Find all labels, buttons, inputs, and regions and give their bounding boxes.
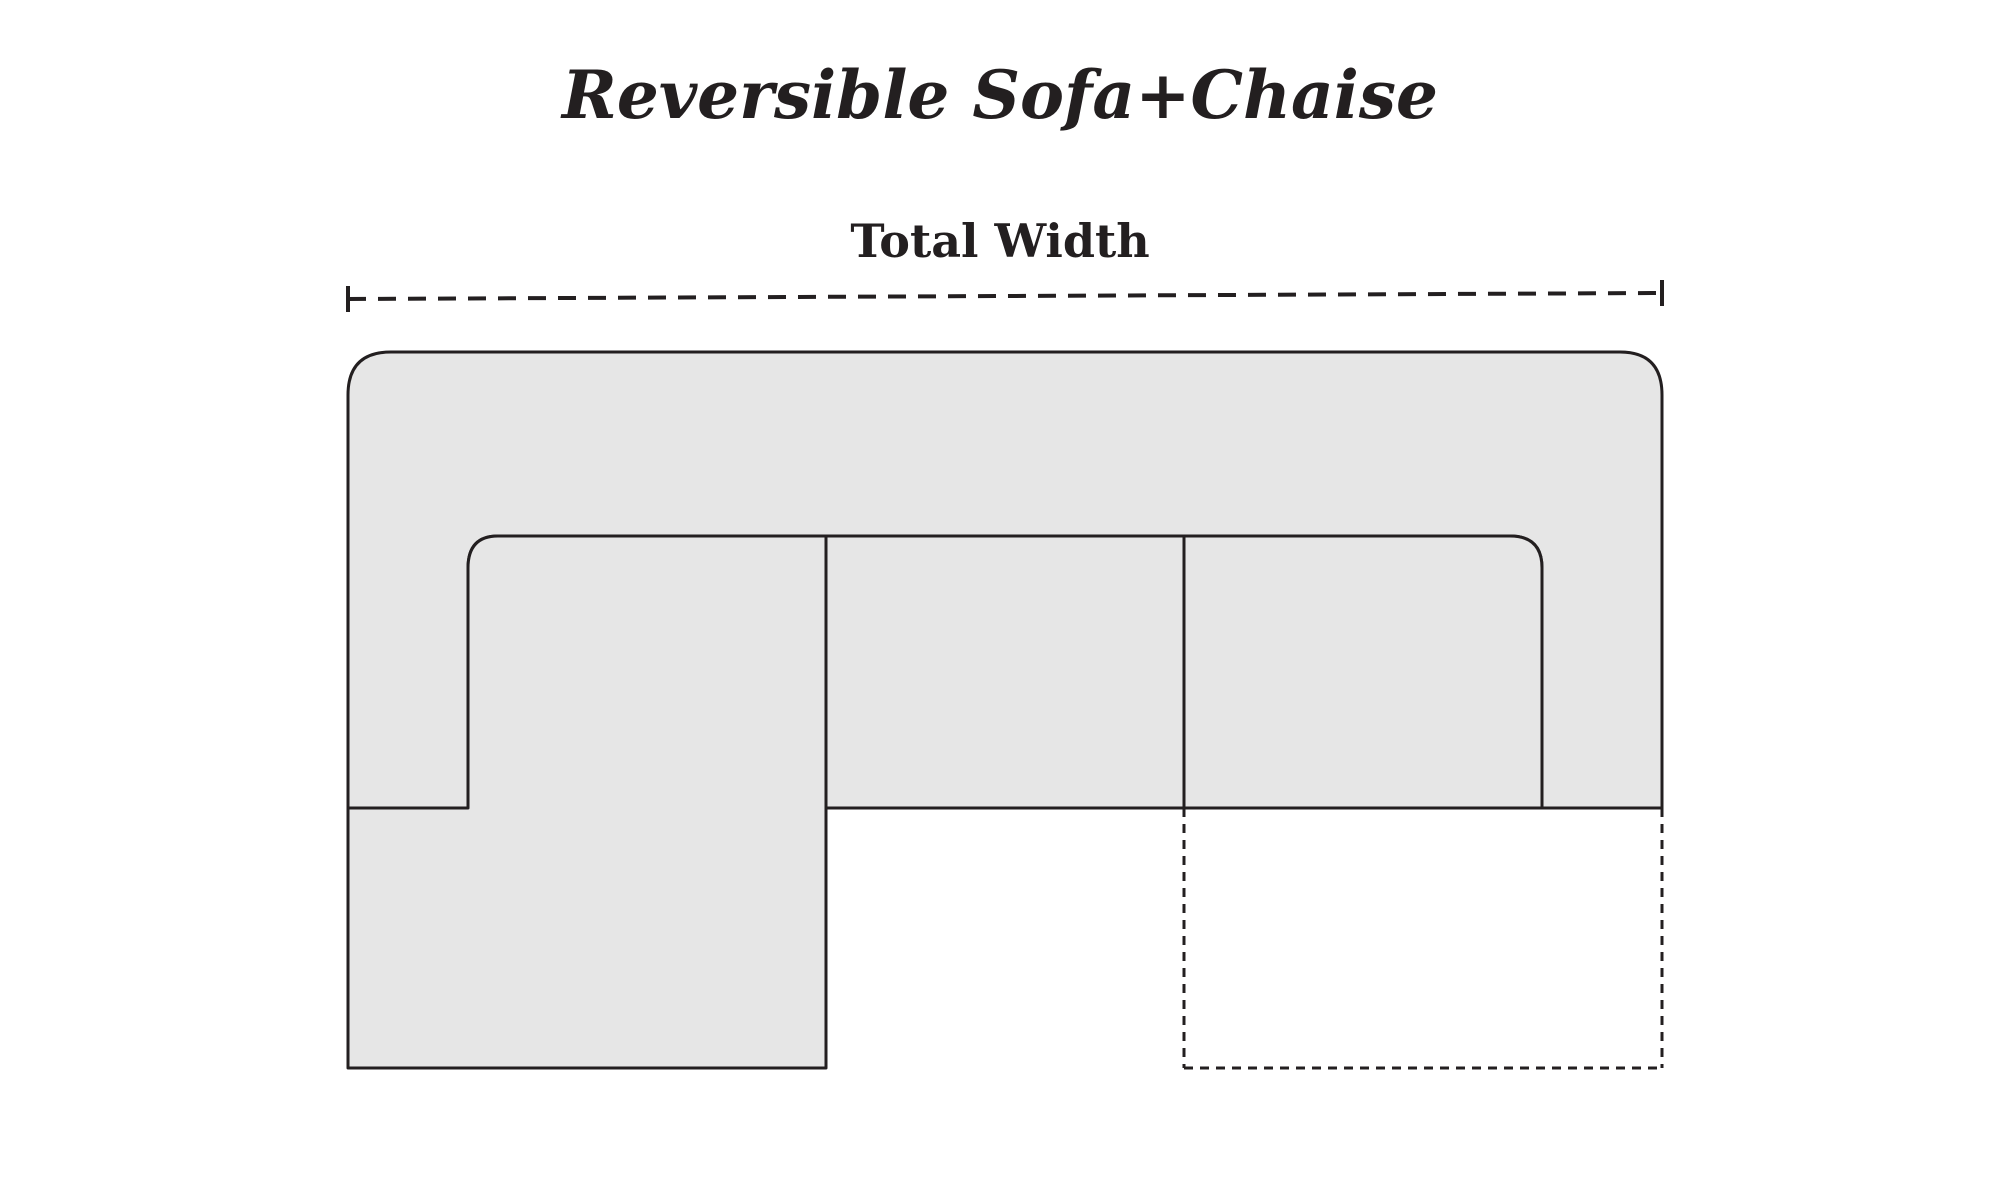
dimension-dashed-line bbox=[347, 291, 1663, 301]
total-width-label: Total Width bbox=[850, 214, 1150, 268]
alternate-chaise-outline bbox=[1182, 808, 1664, 1070]
diagram-title: Reversible Sofa+Chaise bbox=[561, 56, 1438, 134]
total-width-dimension-line bbox=[346, 280, 1664, 312]
middle-seat-cushion bbox=[824, 534, 1186, 810]
chaise-seat bbox=[346, 534, 828, 1070]
right-seat-cushion bbox=[1182, 534, 1544, 810]
